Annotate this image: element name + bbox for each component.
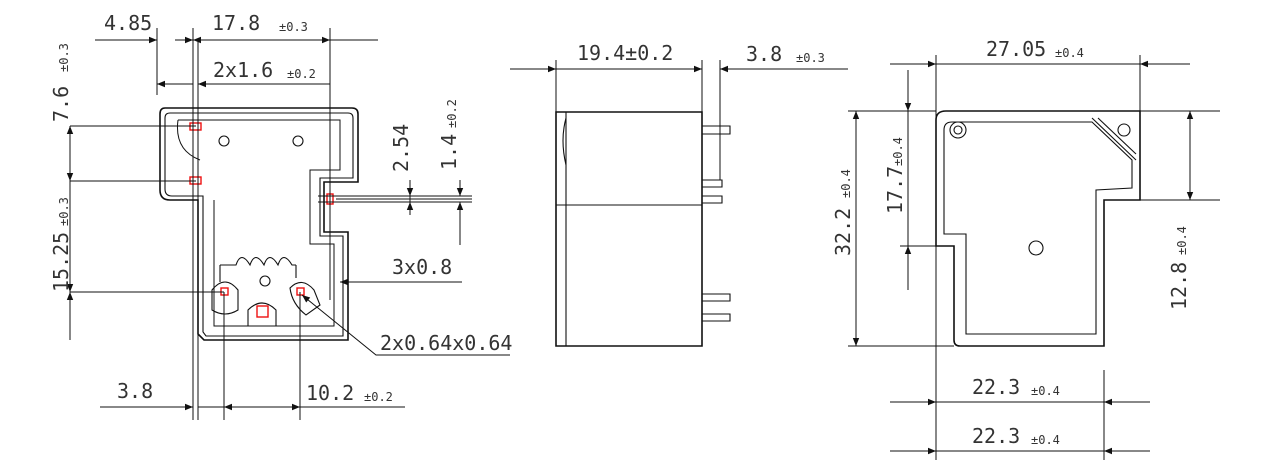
dim-7-6-tol: ±0.3 [57, 43, 71, 72]
side-view-tab [702, 125, 731, 135]
top-view-diagonal [1097, 117, 1137, 155]
dim-17-7: 17.7 [883, 166, 907, 214]
dim-2x0-64x0-64: 2x0.64x0.64 [380, 331, 512, 355]
side-view-pin [702, 313, 731, 322]
dim-19-4: 19.4±0.2 [577, 41, 673, 65]
pin-marker [256, 305, 269, 318]
dim-27-05: 27.05 [986, 37, 1046, 61]
mounting-hole [259, 275, 271, 287]
dim-4-85: 4.85 [104, 11, 152, 35]
dim-2x1-6-tol: ±0.2 [287, 67, 316, 81]
dim-1-4: 1.4 [437, 134, 461, 170]
side-view-curve [562, 117, 567, 166]
top-view-inner-outline [943, 121, 1133, 335]
dim-17-8: 17.8 [212, 11, 260, 35]
side-view-tab [702, 195, 723, 204]
dim-3-8-side: 3.8 [746, 42, 782, 66]
dim-12-8: 12.8 [1167, 262, 1191, 310]
dim-15-25-tol: ±0.3 [57, 197, 71, 226]
top-view-diagonal [1091, 117, 1137, 161]
coil-leads [219, 265, 297, 282]
dim-22-3-a: 22.3 [972, 375, 1020, 399]
top-view-hole [1028, 240, 1044, 256]
dim-3x0-8: 3x0.8 [392, 255, 452, 279]
dim-10-2: 10.2 [306, 381, 354, 405]
dim-22-3-b-tol: ±0.4 [1031, 433, 1060, 447]
top-view-terminal-center [953, 125, 963, 135]
bottom-view: 4.85 17.8 ±0.3 2x1.6 ±0.2 7.6 ±0.3 15.25… [49, 11, 512, 420]
top-view-hole [1117, 123, 1131, 137]
mounting-hole [292, 135, 304, 147]
mounting-hole [218, 135, 230, 147]
bottom-view-inner-outline [164, 112, 354, 337]
dim-32-2-tol: ±0.4 [839, 169, 853, 198]
dim-27-05-tol: ±0.4 [1055, 46, 1084, 60]
dim-15-25: 15.25 [49, 232, 73, 292]
side-view-body [555, 111, 703, 347]
side-view-tab [702, 179, 723, 188]
dim-17-8-tol: ±0.3 [279, 20, 308, 34]
bottom-view-dim-lines [70, 28, 472, 420]
dim-2x1-6: 2x1.6 [213, 58, 273, 82]
dim-10-2-tol: ±0.2 [364, 390, 393, 404]
coil-symbol [220, 256, 296, 267]
dim-3-8-side-tol: ±0.3 [796, 51, 825, 65]
bottom-view-outline [159, 107, 359, 341]
side-view-pin [702, 293, 731, 302]
dim-22-3-b: 22.3 [972, 424, 1020, 448]
top-view: 27.05 ±0.4 17.7 ±0.4 32.2 ±0.4 12.8 ±0.4… [831, 37, 1220, 460]
top-view-terminal [949, 121, 967, 139]
dim-12-8-tol: ±0.4 [1175, 226, 1189, 255]
pin-pad [211, 281, 239, 315]
pin-pad [289, 281, 321, 316]
side-view: 19.4±0.2 3.8 ±0.3 [510, 41, 848, 347]
dim-1-4-tol: ±0.2 [445, 99, 459, 128]
dim-7-6: 7.6 [49, 86, 73, 122]
dim-17-7-tol: ±0.4 [891, 137, 905, 166]
bottom-view-curve [176, 119, 201, 161]
dim-22-3-a-tol: ±0.4 [1031, 384, 1060, 398]
dim-3-8-bottom: 3.8 [117, 379, 153, 403]
pin-pad [247, 302, 277, 327]
dim-32-2: 32.2 [831, 208, 855, 256]
dim-2-54: 2.54 [389, 124, 413, 172]
top-view-outline [935, 110, 1141, 347]
